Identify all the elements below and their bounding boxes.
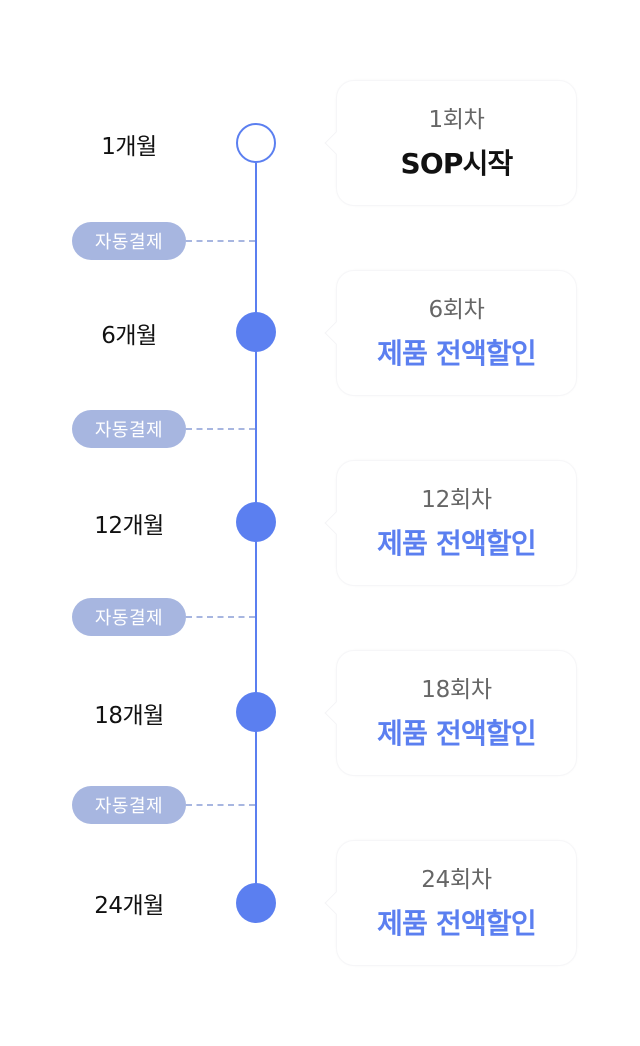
auto-payment-badge: 자동결제 bbox=[72, 222, 186, 260]
milestone-card: 1회차 SOP시작 bbox=[336, 80, 577, 206]
auto-payment-badge: 자동결제 bbox=[72, 410, 186, 448]
round-label: 24회차 bbox=[421, 867, 492, 893]
timeline-node-hollow bbox=[236, 123, 276, 163]
milestone-title: SOP시작 bbox=[400, 147, 513, 180]
round-label: 12회차 bbox=[421, 487, 492, 513]
milestone-title: 제품 전액할인 bbox=[377, 337, 537, 370]
timeline-node-filled bbox=[236, 692, 276, 732]
round-label: 6회차 bbox=[428, 297, 485, 323]
dashed-connector bbox=[186, 804, 255, 806]
auto-payment-badge: 자동결제 bbox=[72, 786, 186, 824]
month-label: 1개월 bbox=[101, 134, 157, 160]
timeline-node-filled bbox=[236, 883, 276, 923]
timeline-node-filled bbox=[236, 312, 276, 352]
milestone-card: 12회차 제품 전액할인 bbox=[336, 460, 577, 586]
auto-payment-badge: 자동결제 bbox=[72, 598, 186, 636]
milestone-title: 제품 전액할인 bbox=[377, 717, 537, 750]
milestone-title: 제품 전액할인 bbox=[377, 527, 537, 560]
month-label: 18개월 bbox=[94, 703, 164, 729]
milestone-card: 6회차 제품 전액할인 bbox=[336, 270, 577, 396]
round-label: 1회차 bbox=[428, 107, 485, 133]
milestone-card: 24회차 제품 전액할인 bbox=[336, 840, 577, 966]
milestone-card: 18회차 제품 전액할인 bbox=[336, 650, 577, 776]
round-label: 18회차 bbox=[421, 677, 492, 703]
dashed-connector bbox=[186, 616, 255, 618]
timeline-node-filled bbox=[236, 502, 276, 542]
dashed-connector bbox=[186, 240, 255, 242]
dashed-connector bbox=[186, 428, 255, 430]
month-label: 6개월 bbox=[101, 323, 157, 349]
month-label: 24개월 bbox=[94, 893, 164, 919]
milestone-title: 제품 전액할인 bbox=[377, 907, 537, 940]
month-label: 12개월 bbox=[94, 513, 164, 539]
